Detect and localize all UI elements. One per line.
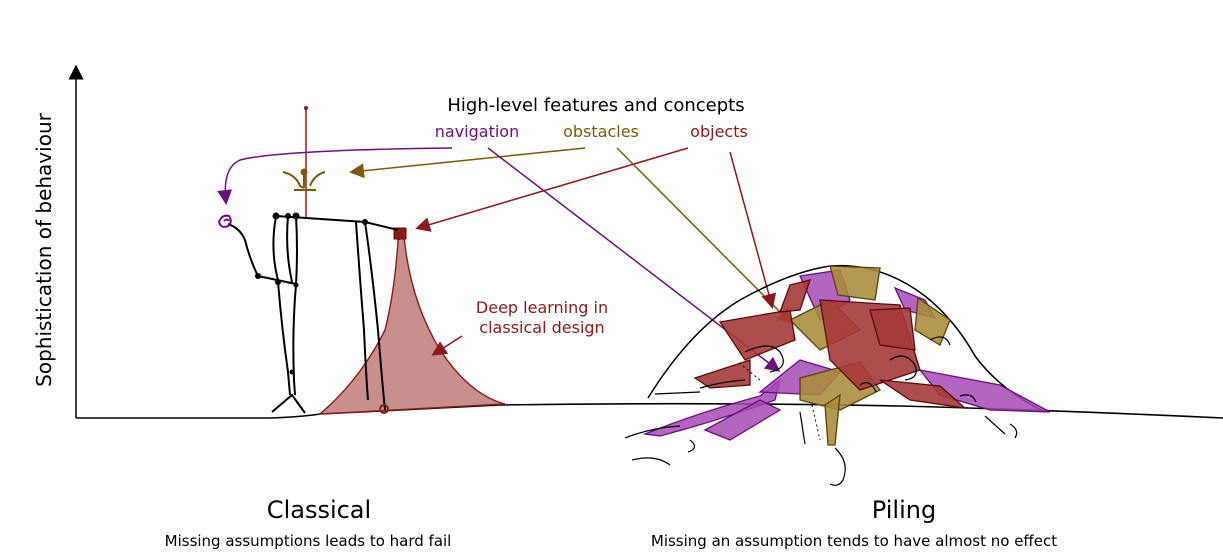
- classical-title: Classical: [266, 496, 372, 524]
- piling-dotted-strand: [737, 361, 821, 441]
- classical-structure: [227, 108, 399, 414]
- obstacles-trident-icon: [282, 168, 326, 191]
- deep-learning-line-1: Deep learning in: [475, 298, 609, 317]
- deep-learning-line-2: classical design: [479, 318, 605, 337]
- deep-learning-label: Deep learning in classical design: [476, 298, 608, 338]
- concept-obstacles: obstacles: [563, 122, 639, 141]
- concept-objects: objects: [690, 122, 748, 141]
- y-axis-label: Sophistication of behaviour: [32, 113, 56, 387]
- objects-arrow-classical: [415, 147, 689, 232]
- navigation-swirl-icon: [217, 214, 232, 228]
- header-title: High-level features and concepts: [447, 95, 745, 116]
- concept-navigation: navigation: [434, 122, 520, 141]
- classical-bottom-node: [379, 404, 389, 414]
- deep-learning-arrow: [431, 335, 463, 356]
- obstacles-arrow-classical: [349, 147, 586, 179]
- piling-title: Piling: [871, 496, 937, 524]
- objects-node: [393, 227, 407, 240]
- objects-arrow-piling: [729, 151, 777, 309]
- classical-nodes: [255, 106, 368, 375]
- obstacles-arrow-piling: [616, 147, 793, 325]
- piling-subtitle: Missing an assumption tends to have almo…: [650, 532, 1058, 550]
- navigation-arrow-classical: [217, 147, 453, 205]
- x-axis-baseline: [76, 402, 1223, 419]
- piling-strands: [624, 336, 1018, 486]
- classical-subtitle: Missing assumptions leads to hard fail: [164, 532, 452, 550]
